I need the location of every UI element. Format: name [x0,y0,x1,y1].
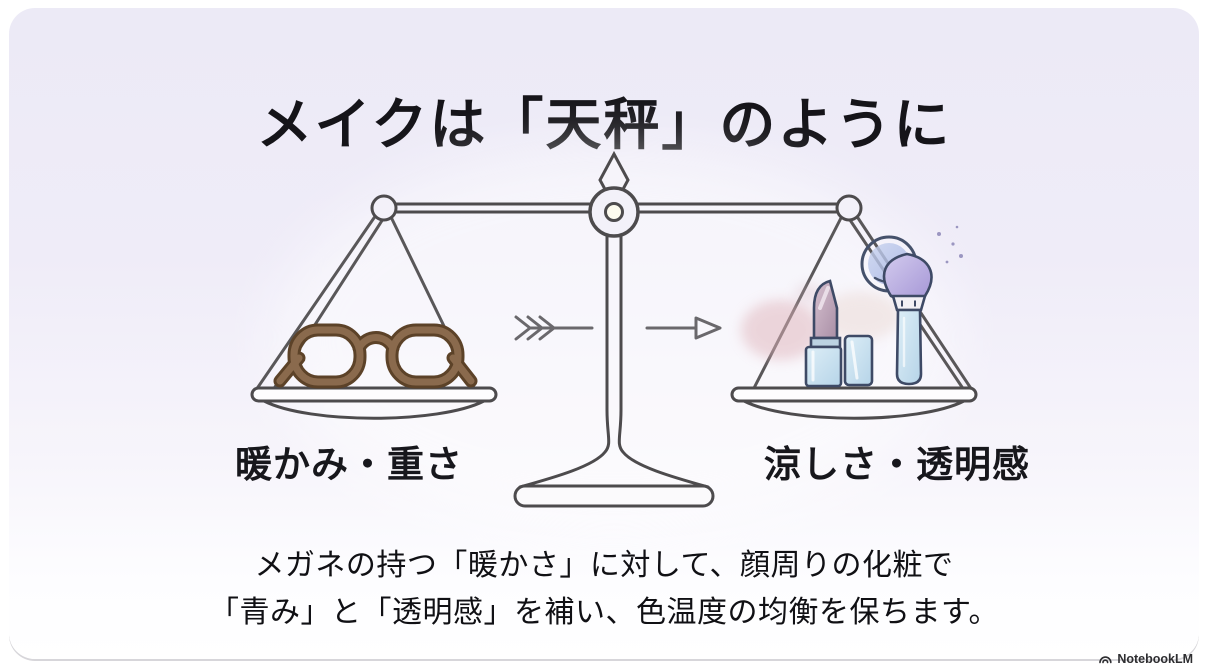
glasses-icon [273,323,478,389]
transfer-arrow-icon [514,315,722,341]
right-pan [730,386,978,420]
scale-pivot [588,150,640,238]
balance-scale-illustration [250,148,978,528]
left-pan-label: 暖かみ・重さ [235,444,463,485]
notebooklm-label: NotebookLM [1117,652,1193,666]
watercolor-smudge [741,284,901,360]
caption-line-2: 「青み」と「透明感」を補い、色温度の均衡を保ちます。 [209,596,999,629]
caption: メガネの持つ「暖かさ」に対して、顔周りの化粧で 「青み」と「透明感」を補い、色温… [9,542,1199,636]
sparkle-dots [937,225,963,264]
scale-base [513,484,715,508]
lipstick-icon [804,279,843,388]
right-pan-label: 涼しさ・透明感 [764,444,1030,485]
lipstick-cap-icon [843,334,874,387]
background-glow [274,148,954,528]
caption-line-1: メガネの持つ「暖かさ」に対して、顔周りの化粧で [254,549,954,582]
left-pan [250,386,498,420]
slide-title: メイクは「天秤」のように [256,92,952,156]
notebooklm-logo-icon [1099,656,1112,664]
makeup-brush-icon [882,252,933,386]
scale-post [518,232,710,489]
notebooklm-watermark: NotebookLM [1098,652,1193,666]
slide-card: メイクは「天秤」のように [9,8,1199,659]
